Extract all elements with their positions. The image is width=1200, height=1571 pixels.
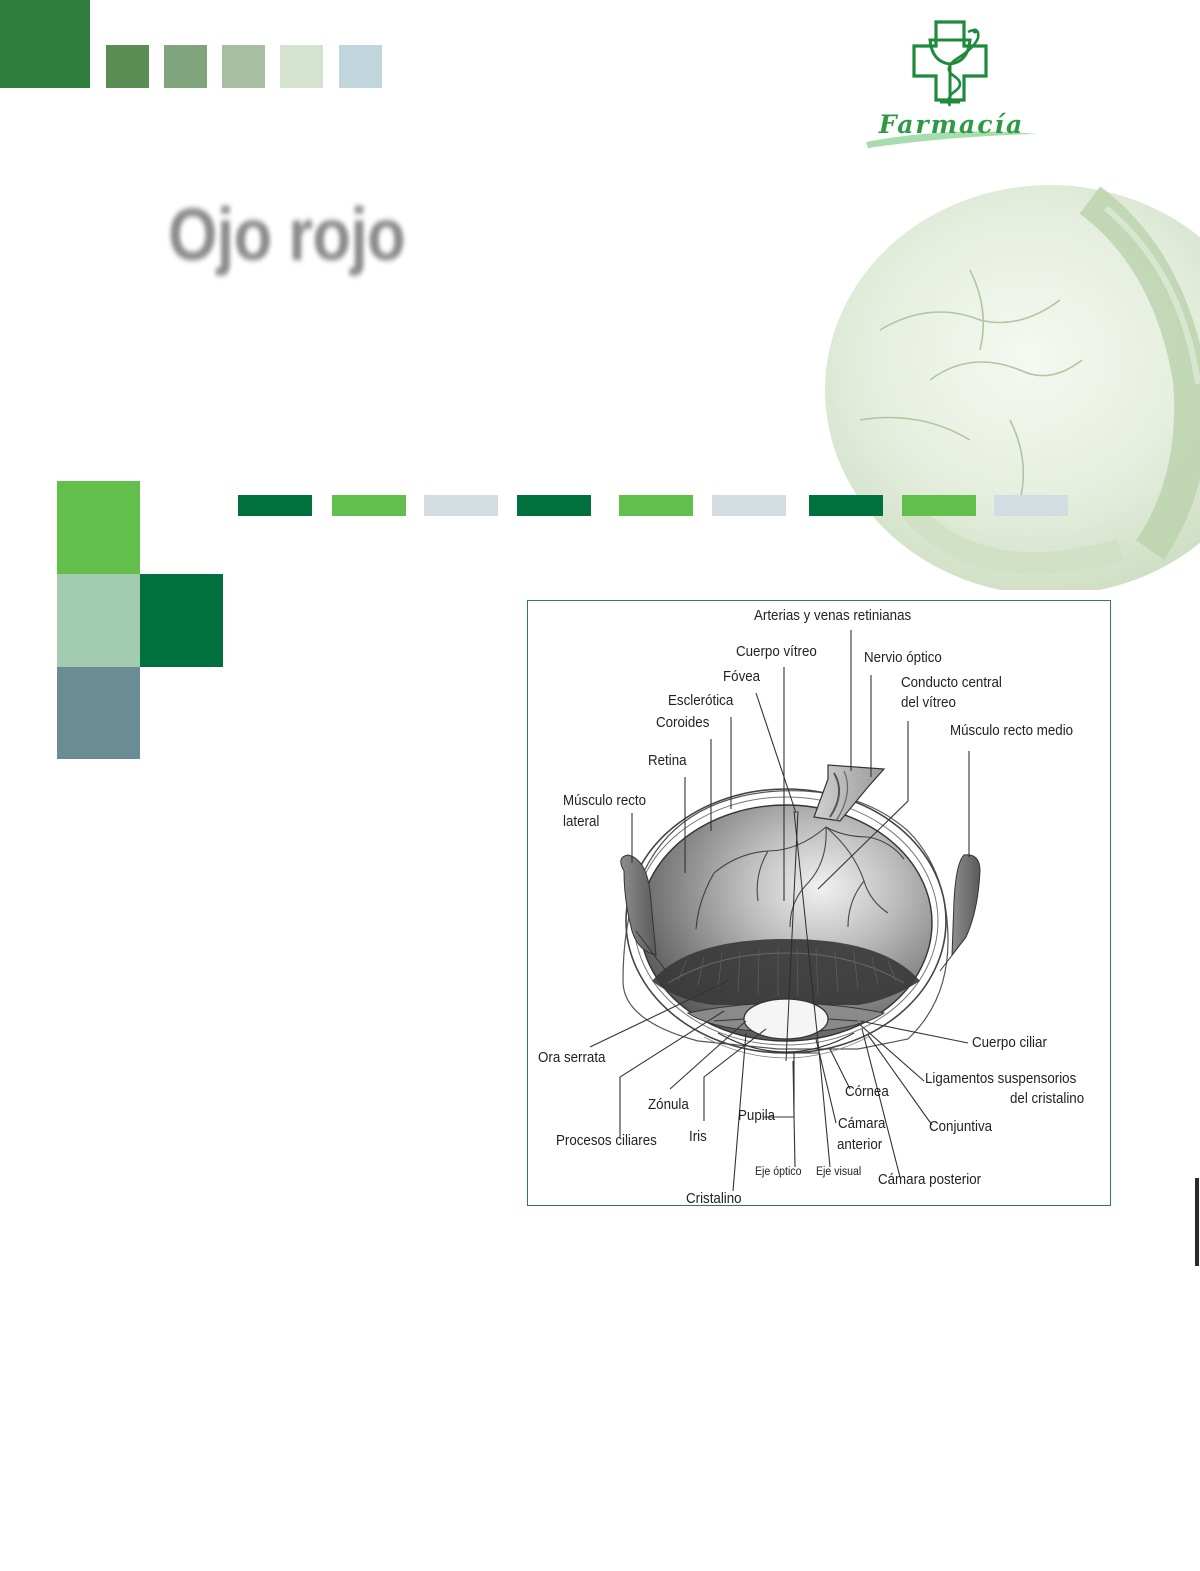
- page-edge-mark: [1195, 1178, 1199, 1266]
- header-square-5: [339, 45, 382, 88]
- divider-dash: [712, 495, 786, 516]
- label-camara: Cámara: [838, 1116, 886, 1132]
- label-anterior: anterior: [837, 1137, 883, 1153]
- divider-dash: [809, 495, 883, 516]
- label-coroides: Coroides: [656, 715, 710, 731]
- side-square-deep: [140, 574, 223, 667]
- label-conjuntiva: Conjuntiva: [929, 1119, 993, 1135]
- header-square-3: [222, 45, 265, 88]
- label-musculo-recto-medio: Músculo recto medio: [950, 723, 1074, 739]
- label-esclerotica: Esclerótica: [668, 693, 734, 709]
- label-zonula: Zónula: [648, 1097, 689, 1113]
- label-procesos-ciliares: Procesos ciliares: [556, 1133, 657, 1149]
- eye-anatomy-figure: Arterias y venas retinianas Cuerpo vítre…: [527, 600, 1111, 1207]
- label-cuerpo-vitreo: Cuerpo vítreo: [736, 644, 817, 660]
- divider-dash: [424, 495, 498, 516]
- farmacia-logo: Farmacía: [858, 18, 1043, 153]
- divider-dash: [517, 495, 591, 516]
- label-pupila: Pupila: [738, 1108, 776, 1124]
- corner-square: [0, 0, 90, 88]
- pharmacy-cross-cup-serpent-icon: [866, 20, 1038, 148]
- label-retina: Retina: [648, 753, 687, 769]
- label-conducto-central: Conducto central: [901, 675, 1002, 691]
- label-nervio-optico: Nervio óptico: [864, 650, 942, 666]
- label-eje-optico: Eje óptico: [755, 1166, 802, 1178]
- header-square-4: [280, 45, 323, 88]
- label-camara-posterior: Cámara posterior: [878, 1172, 982, 1188]
- side-square-steel: [57, 667, 140, 759]
- label-ligamentos-suspensorios: Ligamentos suspensorios: [925, 1071, 1077, 1087]
- label-iris: Iris: [689, 1129, 707, 1145]
- label-ora-serrata: Ora serrata: [538, 1050, 606, 1066]
- label-del-vitreo: del vítreo: [901, 695, 956, 711]
- label-cuerpo-ciliar: Cuerpo ciliar: [972, 1035, 1047, 1051]
- label-arterias-venas-retinianas: Arterias y venas retinianas: [754, 608, 912, 624]
- label-fovea: Fóvea: [723, 669, 761, 685]
- header-square-1: [106, 45, 149, 88]
- divider-dash: [238, 495, 312, 516]
- label-cristalino: Cristalino: [686, 1191, 742, 1207]
- label-lateral: lateral: [563, 814, 600, 830]
- divider-dash: [332, 495, 406, 516]
- divider-dash: [902, 495, 976, 516]
- page-title: Ojo rojo: [168, 193, 406, 276]
- label-eje-visual: Eje visual: [816, 1166, 862, 1178]
- side-square-pale: [57, 574, 140, 667]
- label-del-cristalino: del cristalino: [1010, 1091, 1085, 1107]
- divider-dash: [619, 495, 693, 516]
- side-square-bright: [57, 481, 140, 574]
- header-square-2: [164, 45, 207, 88]
- logo-wordmark: Farmacía: [878, 110, 1025, 139]
- label-musculo-recto-lateral: Músculo recto: [563, 793, 647, 809]
- eye-cross-section-drawing: [589, 630, 981, 1192]
- background-eye-illustration: [825, 185, 1200, 590]
- divider-dash: [994, 495, 1068, 516]
- label-cornea: Córnea: [845, 1084, 889, 1100]
